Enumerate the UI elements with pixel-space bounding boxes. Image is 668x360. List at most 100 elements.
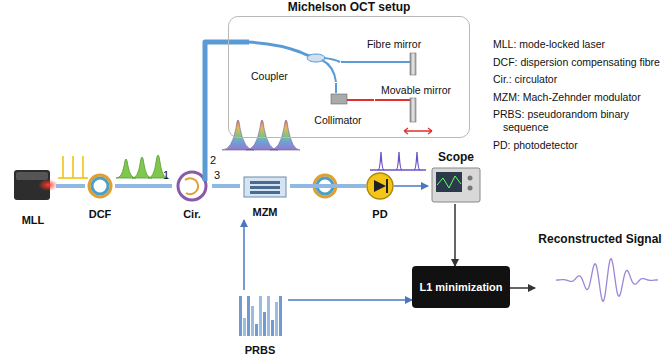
fibre-mirror: Fibre mirror: [361, 37, 427, 77]
laser-symbol: [14, 170, 58, 200]
scope-symbol-part: [468, 186, 473, 191]
signal-connector: [394, 185, 428, 186]
signal-connector: [288, 299, 412, 301]
part-label: Fibre mirror: [367, 38, 421, 50]
prbs-bar: [251, 306, 254, 336]
reconstructed-wave: [556, 259, 658, 302]
port-number: 3: [214, 169, 220, 182]
detected-spikes-part: [396, 152, 402, 170]
part-label: Reconstructed Signal: [538, 233, 661, 247]
abbreviation-note: Cir.: circulator: [493, 73, 665, 86]
coupler: Coupler: [249, 37, 341, 83]
part-label: MZM: [252, 206, 277, 219]
signal-connector: [375, 99, 379, 101]
part-label: PD: [372, 208, 387, 221]
michelson-optics-part: [322, 60, 336, 82]
encoded-pulses-part: [270, 120, 300, 150]
pulse-comb-part: [62, 156, 64, 178]
laser: MLL: [10, 166, 56, 228]
modulator: MZM: [240, 176, 290, 220]
photodetector: PD: [366, 171, 394, 222]
abbreviation-list: MLL: mode-locked laserDCF: dispersion co…: [493, 38, 665, 156]
fibre-link: [290, 184, 366, 188]
detected-spikes: [370, 152, 426, 170]
part-label: Movable mirror: [381, 84, 451, 96]
prbs-bars: [239, 296, 282, 336]
scope-symbol-part: [437, 176, 461, 188]
abbreviation-note: MZM: Mach-Zehnder modulator: [493, 91, 665, 104]
signal-connector: [454, 204, 456, 266]
scope-symbol-part: [432, 168, 480, 202]
modulator-symbol: [244, 177, 286, 197]
oscilloscope: Scope: [428, 150, 484, 204]
michelson-optics-part: [331, 94, 347, 104]
chirped-pulses: [116, 155, 168, 178]
fibre-coil-part: [89, 175, 111, 197]
part-label: L1 minimization: [419, 281, 502, 294]
dcf-coil: DCF: [85, 172, 115, 222]
port-number: 2: [210, 154, 216, 167]
laser-symbol-part: [38, 179, 58, 191]
encoded-pulses-part: [222, 120, 254, 150]
laser-symbol-part: [16, 172, 48, 180]
prbs-bar: [271, 320, 274, 336]
encoded-pulses: [222, 120, 300, 150]
detected-spikes-part: [378, 152, 384, 170]
michelson-optics-part: [347, 99, 374, 101]
abbreviation-note: MLL: mode-locked laser: [493, 38, 665, 51]
photodetector-symbol-part: [367, 173, 393, 199]
modulator-symbol-part: [244, 177, 286, 197]
abbreviation-note: PRBS: pseudorandom binary sequence: [493, 108, 665, 133]
movable-mirror: Movable mirror: [379, 83, 463, 129]
michelson-optics-part: [404, 128, 432, 134]
michelson-optics-part: [410, 98, 416, 122]
fibre-link: [205, 42, 249, 170]
part-label: Coupler: [251, 70, 288, 82]
part-label: PRBS: [245, 344, 276, 357]
modulator-symbol-part: [250, 191, 280, 194]
collimator: Collimator: [301, 93, 375, 127]
pulse-comb-part: [72, 156, 74, 178]
part-label: DCF: [89, 208, 112, 221]
output-signal: Reconstructed Signal: [535, 232, 665, 306]
prbs-bar: [275, 302, 278, 336]
abbreviation-note: PD: photodetector: [493, 139, 665, 152]
part-label: Scope: [438, 151, 474, 165]
michelson-optics-part: [360, 61, 410, 63]
setup-panel: Michelson OCT setupCouplerFibre mirrorMo…: [228, 16, 470, 138]
circulator-symbol-part: [178, 172, 206, 200]
circulator-symbol-part: [185, 178, 198, 194]
chirped-pulses-part: [116, 159, 136, 178]
abbreviation-note: DCF: dispersion compensating fibre: [493, 56, 665, 69]
signal-connector: [243, 220, 245, 290]
michelson-optics-part: [324, 58, 340, 62]
michelson-optics-part: [378, 99, 410, 101]
prbs-bar: [243, 318, 246, 336]
panel-title: Michelson OCT setup: [229, 1, 469, 15]
scope-symbol-part: [436, 172, 462, 192]
part-label: MLL: [22, 214, 45, 227]
part-label: Cir.: [183, 208, 201, 221]
fibre-link: [212, 184, 240, 188]
photodetector-symbol-part: [374, 180, 386, 192]
process-box: L1 minimization: [412, 266, 510, 308]
chirped-pulses-part: [132, 157, 152, 178]
fibre-coil-part: [92, 178, 108, 194]
modulator-symbol-part: [250, 181, 280, 184]
signal-connector: [341, 61, 361, 63]
signal-connector: [510, 287, 535, 289]
prbs-bar: [259, 296, 262, 336]
prbs-bar: [263, 312, 266, 336]
prbs-bar: [279, 296, 282, 336]
michelson-optics-part: [410, 53, 416, 75]
circulator-symbol: [178, 170, 206, 200]
scope-symbol-part: [468, 176, 473, 181]
circulator: Cir.: [172, 170, 212, 222]
prbs-bar: [267, 296, 270, 336]
fibre-link: [56, 184, 85, 188]
fibre-link: [115, 184, 172, 188]
prbs-bar: [255, 324, 258, 336]
